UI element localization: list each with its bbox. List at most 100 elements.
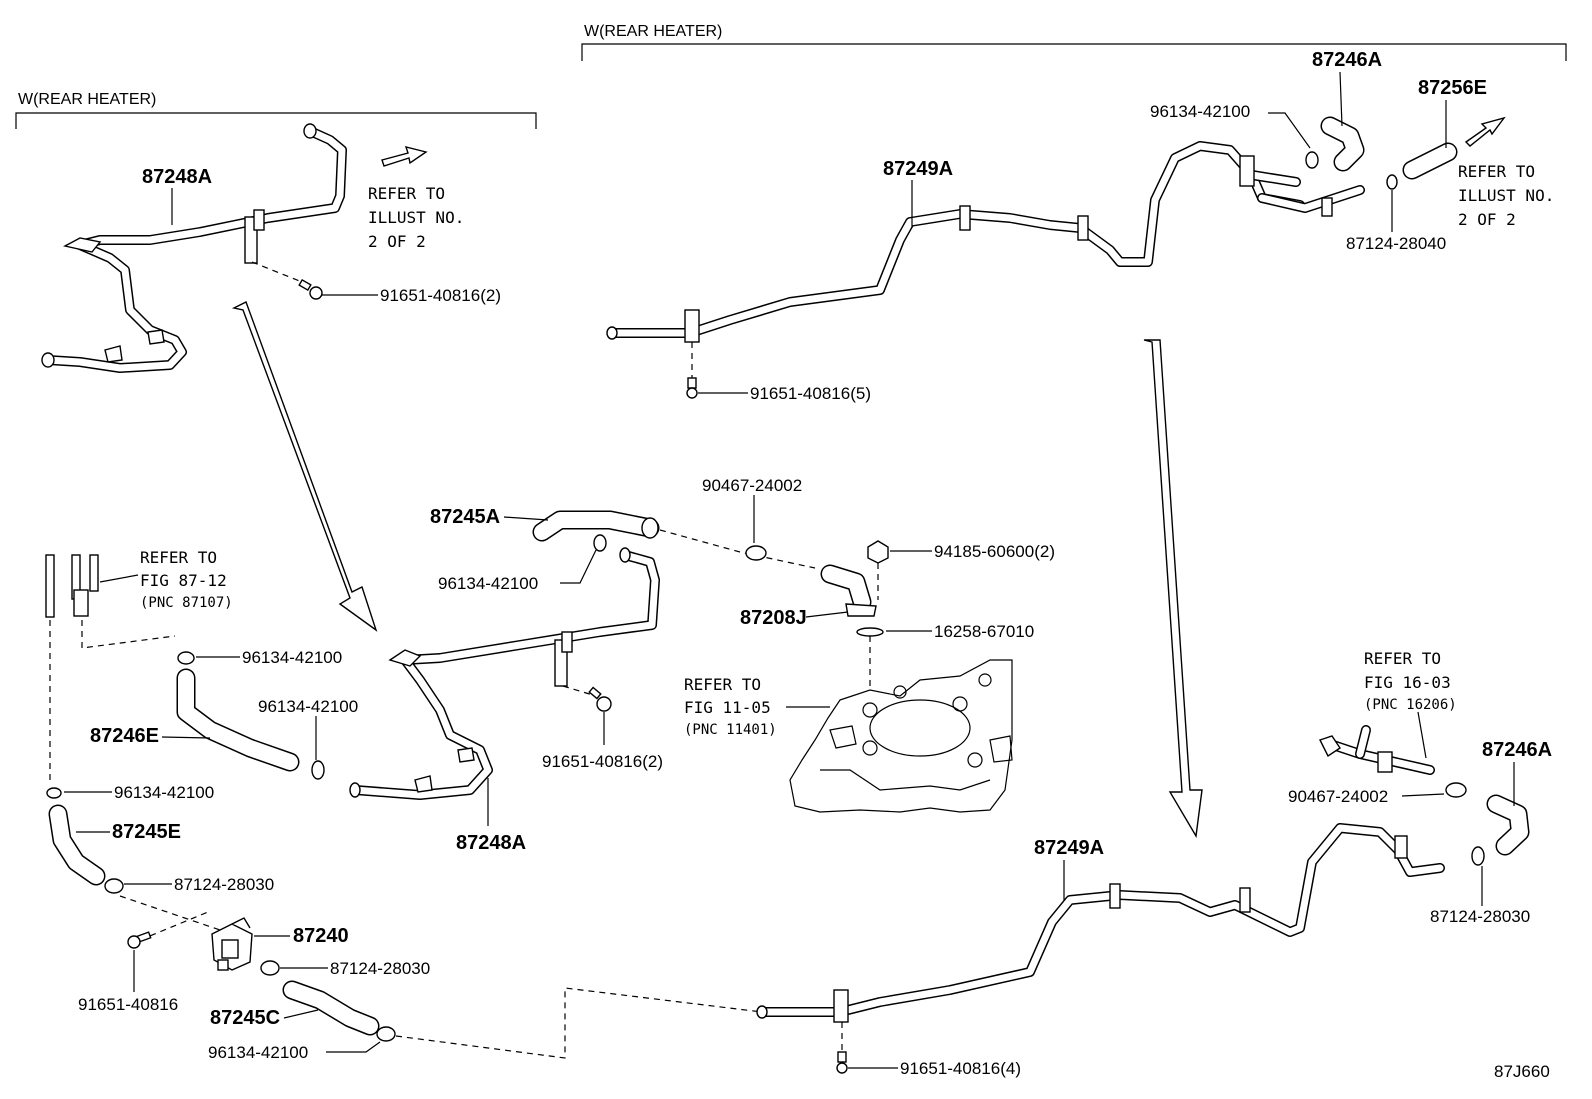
label-91651-40816-4: 91651-40816(4): [900, 1059, 1021, 1078]
hose-87245C: [282, 980, 380, 1036]
label-87245A: 87245A: [430, 506, 500, 528]
refer-text-tr-2: ILLUST NO.: [1458, 186, 1554, 205]
label-96134-left1: 96134-42100: [242, 648, 342, 667]
label-87208J: 87208J: [740, 607, 807, 629]
pipe-87248A-mid: [349, 547, 660, 800]
refer-text-1: REFER TO: [368, 184, 445, 203]
fitting-87208J: [820, 564, 877, 617]
clamp-87124-28030-a: [104, 878, 124, 894]
leader-87246A-top: [1339, 71, 1343, 127]
hose-87246E: [176, 668, 300, 772]
label-87249A-bottom: 87249A: [1034, 837, 1104, 859]
pipe-87249A-bottom: [756, 823, 1445, 1023]
label-87240: 87240: [293, 925, 349, 947]
illustration-id: 87J660: [1494, 1062, 1550, 1081]
cylinder-head: [789, 659, 1013, 813]
clamp-87124-28030-b: [260, 960, 280, 976]
refer-text-3: 2 OF 2: [368, 232, 426, 251]
clip-96134-mid: [593, 534, 607, 552]
bolt-91651-4: [836, 1022, 848, 1074]
refer-text-tr-1: REFER TO: [1458, 162, 1535, 181]
clamp-90467-right: [1445, 782, 1467, 798]
refer-fig11-1: REFER TO: [684, 675, 761, 694]
refer-fig87-2: FIG 87-12: [140, 571, 227, 590]
valve-87240: [119, 895, 253, 971]
view-arrow-left: [231, 301, 378, 632]
leader-96134-top-right: [1268, 112, 1311, 149]
label-87246A-right: 87246A: [1482, 739, 1552, 761]
refer-fig16-1: REFER TO: [1364, 649, 1441, 668]
clip-96134-left2: [311, 760, 325, 780]
clip-96134-left1: [177, 651, 195, 665]
refer-fig11-2: FIG 11-05: [684, 698, 771, 717]
label-87248A-mid: 87248A: [456, 832, 526, 854]
clamp-90467-mid: [745, 545, 767, 561]
label-87256E: 87256E: [1418, 77, 1487, 99]
hose-87245E: [48, 804, 106, 886]
right-section-header: W(REAR HEATER): [584, 23, 722, 40]
refer-fig16-2: FIG 16-03: [1364, 673, 1451, 692]
gasket-16258: [856, 627, 884, 688]
label-16258: 16258-67010: [934, 622, 1034, 641]
bolt-91651-5: [686, 342, 698, 399]
label-87245C: 87245C: [210, 1007, 280, 1029]
refer-text-tr-3: 2 OF 2: [1458, 210, 1516, 229]
bolt-91651-mid: [562, 685, 612, 712]
leader-87208J: [805, 611, 849, 618]
refer-fig87-3: (PNC 87107): [140, 595, 233, 611]
label-91651-bl: 91651-40816: [78, 995, 178, 1014]
pipe-87249A-top: [606, 141, 1365, 343]
bolt-91651-top: [251, 261, 323, 300]
label-90467-right: 90467-24002: [1288, 787, 1388, 806]
label-87246E: 87246E: [90, 725, 159, 747]
label-94185: 94185-60600(2): [934, 542, 1055, 561]
hose-87246A-top: [1320, 116, 1365, 172]
label-87246A-top: 87246A: [1312, 49, 1382, 71]
left-section-header: W(REAR HEATER): [18, 91, 156, 108]
fitting-16206: [1319, 725, 1435, 775]
pipes-fig-87-12: [45, 554, 176, 780]
refer-text-2: ILLUST NO.: [368, 208, 464, 227]
refer-fig11-3: (PNC 11401): [684, 722, 777, 738]
label-91651-40816-5: 91651-40816(5): [750, 384, 871, 403]
label-87124-b: 87124-28030: [330, 959, 430, 978]
hose-87256E: [1402, 142, 1458, 180]
label-87248A-top: 87248A: [142, 166, 212, 188]
label-87249A-top: 87249A: [883, 158, 953, 180]
label-87124-c: 87124-28030: [1430, 907, 1530, 926]
clip-96134-top-right: [1305, 151, 1319, 169]
leader-87245A: [503, 516, 549, 521]
dash-bottom-connect: [395, 987, 763, 1059]
leader-90467-right: [1401, 793, 1445, 797]
label-87124-28040: 87124-28040: [1346, 234, 1446, 253]
hose-87245A: [532, 510, 660, 542]
left-section-bracket: [15, 112, 537, 129]
refer-fig87-1: REFER TO: [140, 548, 217, 567]
label-87124-a: 87124-28030: [174, 875, 274, 894]
clip-96134-left3: [46, 787, 62, 799]
clip-96134-bottom: [376, 1026, 396, 1042]
nut-94185: [867, 540, 889, 600]
label-96134-left2: 96134-42100: [258, 697, 358, 716]
leader-96134-mid: [560, 549, 597, 584]
label-91651-40816-2-top: 91651-40816(2): [380, 286, 501, 305]
label-96134-bottom: 96134-42100: [208, 1043, 308, 1062]
label-87245E: 87245E: [112, 821, 181, 843]
bolt-91651-bl: [127, 931, 152, 949]
leader-fig16: [1417, 711, 1427, 759]
leader-96134-bottom: [326, 1041, 381, 1053]
refer-fig16-3: (PNC 16206): [1364, 697, 1457, 713]
hose-87246A-right: [1486, 794, 1530, 856]
leader-87245C: [283, 1009, 319, 1019]
leader-87246E: [161, 736, 211, 739]
label-96134-mid: 96134-42100: [438, 574, 538, 593]
refer-arrow-top-left: [381, 146, 428, 167]
view-arrow-right: [1143, 339, 1203, 839]
label-96134-top-right: 96134-42100: [1150, 102, 1250, 121]
label-91651-40816-2-mid: 91651-40816(2): [542, 752, 663, 771]
leader-fig87: [99, 574, 139, 583]
clamp-87124-28040: [1386, 174, 1398, 190]
label-90467-mid: 90467-24002: [702, 476, 802, 495]
right-section-bracket: [581, 43, 1567, 61]
